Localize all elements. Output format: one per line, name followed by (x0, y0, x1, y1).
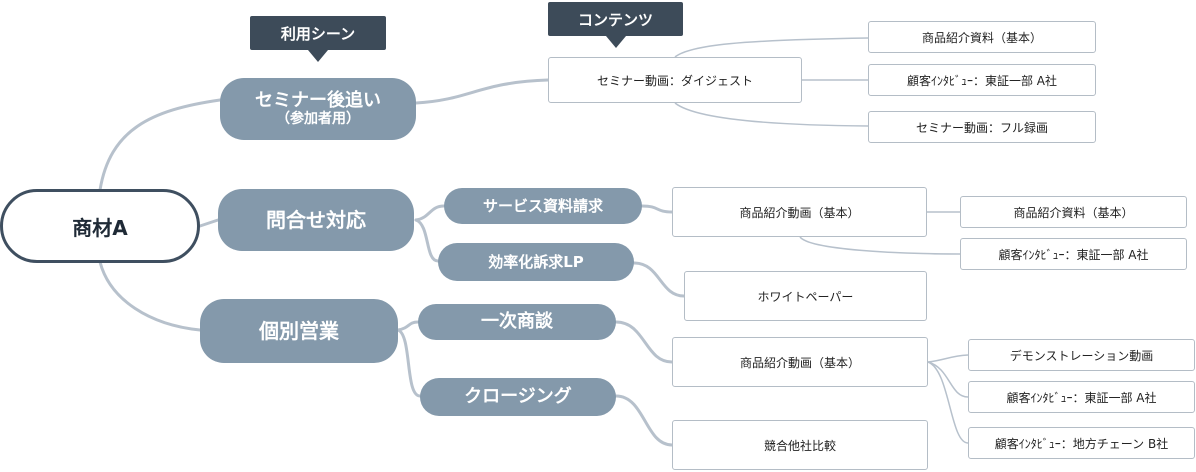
scene-seminar-title: セミナー後追い (255, 89, 381, 111)
content-sales-demo-video[interactable]: デモンストレーション動画 (968, 339, 1195, 371)
content-whitepaper[interactable]: ホワイトペーパー (684, 271, 927, 321)
content-sales-customer-interview-a[interactable]: 顧客ｲﾝﾀﾋﾞｭｰ：東証一部 A社 (968, 381, 1195, 413)
scene-individual-sales[interactable]: 個別営業 (200, 299, 398, 363)
content-sales-product-video[interactable]: 商品紹介動画（基本） (672, 337, 928, 387)
content-seminar-full-recording[interactable]: セミナー動画：フル録画 (868, 111, 1096, 143)
scene-seminar-subtitle: （参加者用） (276, 111, 360, 128)
scene-seminar-follow-up[interactable]: セミナー後追い （参加者用） (220, 78, 416, 140)
scene-inquiry[interactable]: 問合せ対応 (218, 189, 414, 251)
content-inquiry-customer-interview[interactable]: 顧客ｲﾝﾀﾋﾞｭｰ：東証一部 A社 (960, 238, 1187, 270)
sales-first-meeting[interactable]: 一次商談 (418, 304, 616, 340)
content-seminar-product-material[interactable]: 商品紹介資料（基本） (868, 21, 1096, 53)
content-seminar-digest[interactable]: セミナー動画：ダイジェスト (548, 57, 802, 103)
sales-closing[interactable]: クロージング (420, 378, 616, 416)
inquiry-material-request[interactable]: サービス資料請求 (444, 188, 642, 224)
inquiry-efficiency-lp[interactable]: 効率化訴求LP (438, 243, 634, 281)
usage-scene-callout: 利用シーン (250, 16, 386, 50)
content-inquiry-product-material[interactable]: 商品紹介資料（基本） (960, 196, 1187, 228)
contents-callout: コンテンツ (548, 2, 683, 36)
root-node[interactable]: 商材A (0, 189, 200, 263)
content-competitor-comparison[interactable]: 競合他社比較 (672, 420, 928, 470)
content-inquiry-product-video[interactable]: 商品紹介動画（基本） (672, 187, 927, 237)
content-seminar-customer-interview[interactable]: 顧客ｲﾝﾀﾋﾞｭｰ：東証一部 A社 (868, 64, 1096, 96)
content-sales-customer-interview-b[interactable]: 顧客ｲﾝﾀﾋﾞｭｰ：地方チェーン B社 (968, 427, 1195, 459)
